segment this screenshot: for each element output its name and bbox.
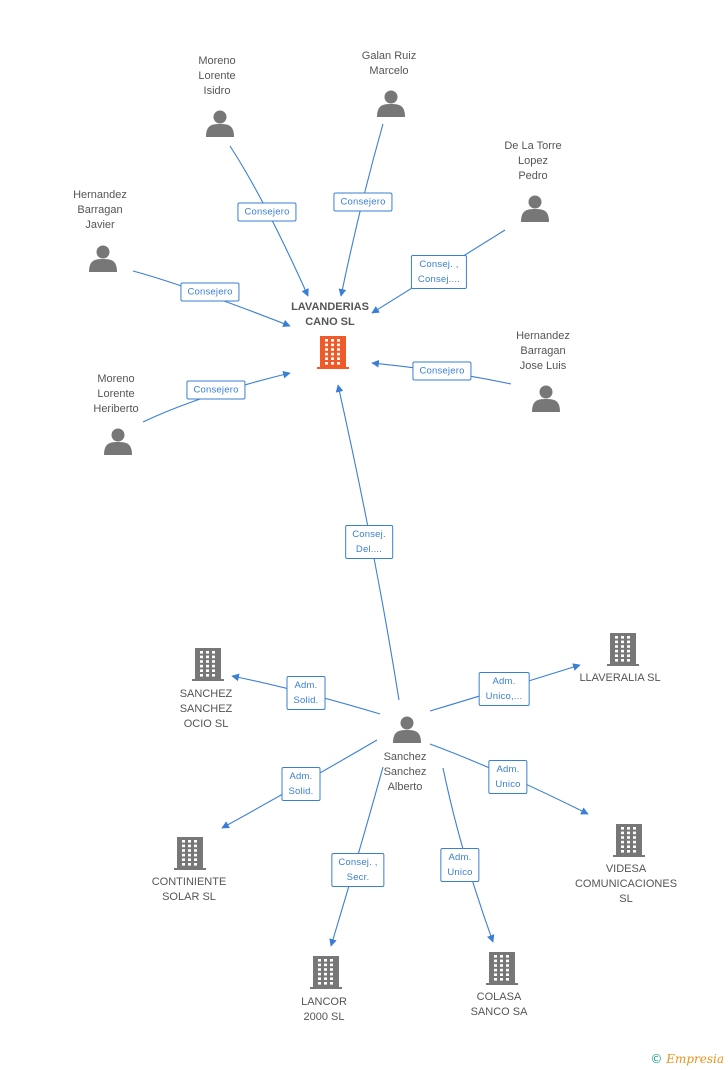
building-icon-videsa[interactable] <box>613 824 645 857</box>
edge-label-sanchez-sanchez-alberto-to-lancor-2000[interactable]: Consej. , Secr. <box>331 853 385 887</box>
edge-label-de-la-torre-lopez-pedro-to-center[interactable]: Consej. , Consej.... <box>410 255 468 289</box>
building-icon-colasa-sanco[interactable] <box>486 952 518 985</box>
edge-label-sanchez-sanchez-alberto-to-colasa-sanco[interactable]: Adm. Unico <box>440 848 480 882</box>
edge-label-moreno-lorente-heriberto-to-center[interactable]: Consejero <box>186 380 246 400</box>
person-icon-de-la-torre-lopez-pedro[interactable] <box>521 195 549 223</box>
brand-name: Empresia <box>666 1052 724 1066</box>
company-label-sanchez-sanchez-ocio: SANCHEZ SANCHEZ OCIO SL <box>179 688 233 730</box>
person-label-moreno-lorente-heriberto: Moreno Lorente Heriberto <box>93 373 139 415</box>
edge-label-sanchez-sanchez-alberto-to-sanchez-sanchez-ocio[interactable]: Adm. Solid. <box>286 676 326 710</box>
person-label-galan-ruiz-marcelo: Galan Ruiz Marcelo <box>361 50 417 77</box>
building-icon-llaveralia[interactable] <box>607 633 639 666</box>
person-label-moreno-lorente-isidro: Moreno Lorente Isidro <box>198 55 236 97</box>
person-icon-sanchez-sanchez-alberto[interactable] <box>393 716 421 744</box>
person-icon-hernandez-barragan-javier[interactable] <box>89 245 117 273</box>
company-label-colasa-sanco: COLASA SANCO SA <box>470 991 528 1018</box>
edge-label-sanchez-sanchez-alberto-to-continiente-solar[interactable]: Adm. Solid. <box>281 767 321 801</box>
person-label-hernandez-barragan-jose-luis: Hernandez Barragan Jose Luis <box>516 330 570 372</box>
person-icon-moreno-lorente-isidro[interactable] <box>206 110 234 138</box>
person-label-sanchez-sanchez-alberto: Sanchez Sanchez Alberto <box>383 751 427 793</box>
edge-label-hernandez-barragan-javier-to-center[interactable]: Consejero <box>180 282 240 302</box>
center-company-building-icon[interactable] <box>317 336 349 369</box>
company-label-lancor-2000: LANCOR 2000 SL <box>301 996 347 1023</box>
edge-label-sanchez-sanchez-alberto-to-videsa[interactable]: Adm. Unico <box>488 760 528 794</box>
copyright-symbol: © <box>650 1052 663 1066</box>
center-company-label: LAVANDERIAS CANO SL <box>291 301 369 328</box>
edge-label-moreno-lorente-isidro-to-center[interactable]: Consejero <box>237 202 297 222</box>
edge-label-galan-ruiz-marcelo-to-center[interactable]: Consejero <box>333 192 393 212</box>
person-label-hernandez-barragan-javier: Hernandez Barragan Javier <box>73 189 127 231</box>
person-icon-moreno-lorente-heriberto[interactable] <box>104 428 132 456</box>
company-label-llaveralia: LLAVERALIA SL <box>579 672 661 684</box>
person-label-de-la-torre-lopez-pedro: De La Torre Lopez Pedro <box>504 140 562 182</box>
company-label-videsa: VIDESA COMUNICACIONES SL <box>574 863 678 905</box>
person-icon-galan-ruiz-marcelo[interactable] <box>377 90 405 118</box>
building-icon-continiente-solar[interactable] <box>174 837 206 870</box>
edge-label-sanchez-sanchez-alberto-to-center[interactable]: Consej. Del.... <box>345 525 393 559</box>
building-icon-lancor-2000[interactable] <box>310 956 342 989</box>
edge-label-sanchez-sanchez-alberto-to-llaveralia[interactable]: Adm. Unico,... <box>478 672 530 706</box>
building-icon-sanchez-sanchez-ocio[interactable] <box>192 648 224 681</box>
brand-watermark: © Empresia <box>650 1052 724 1066</box>
company-label-continiente-solar: CONTINIENTE SOLAR SL <box>151 876 227 903</box>
edge-label-hernandez-barragan-jose-luis-to-center[interactable]: Consejero <box>412 361 472 381</box>
person-icon-hernandez-barragan-jose-luis[interactable] <box>532 385 560 413</box>
